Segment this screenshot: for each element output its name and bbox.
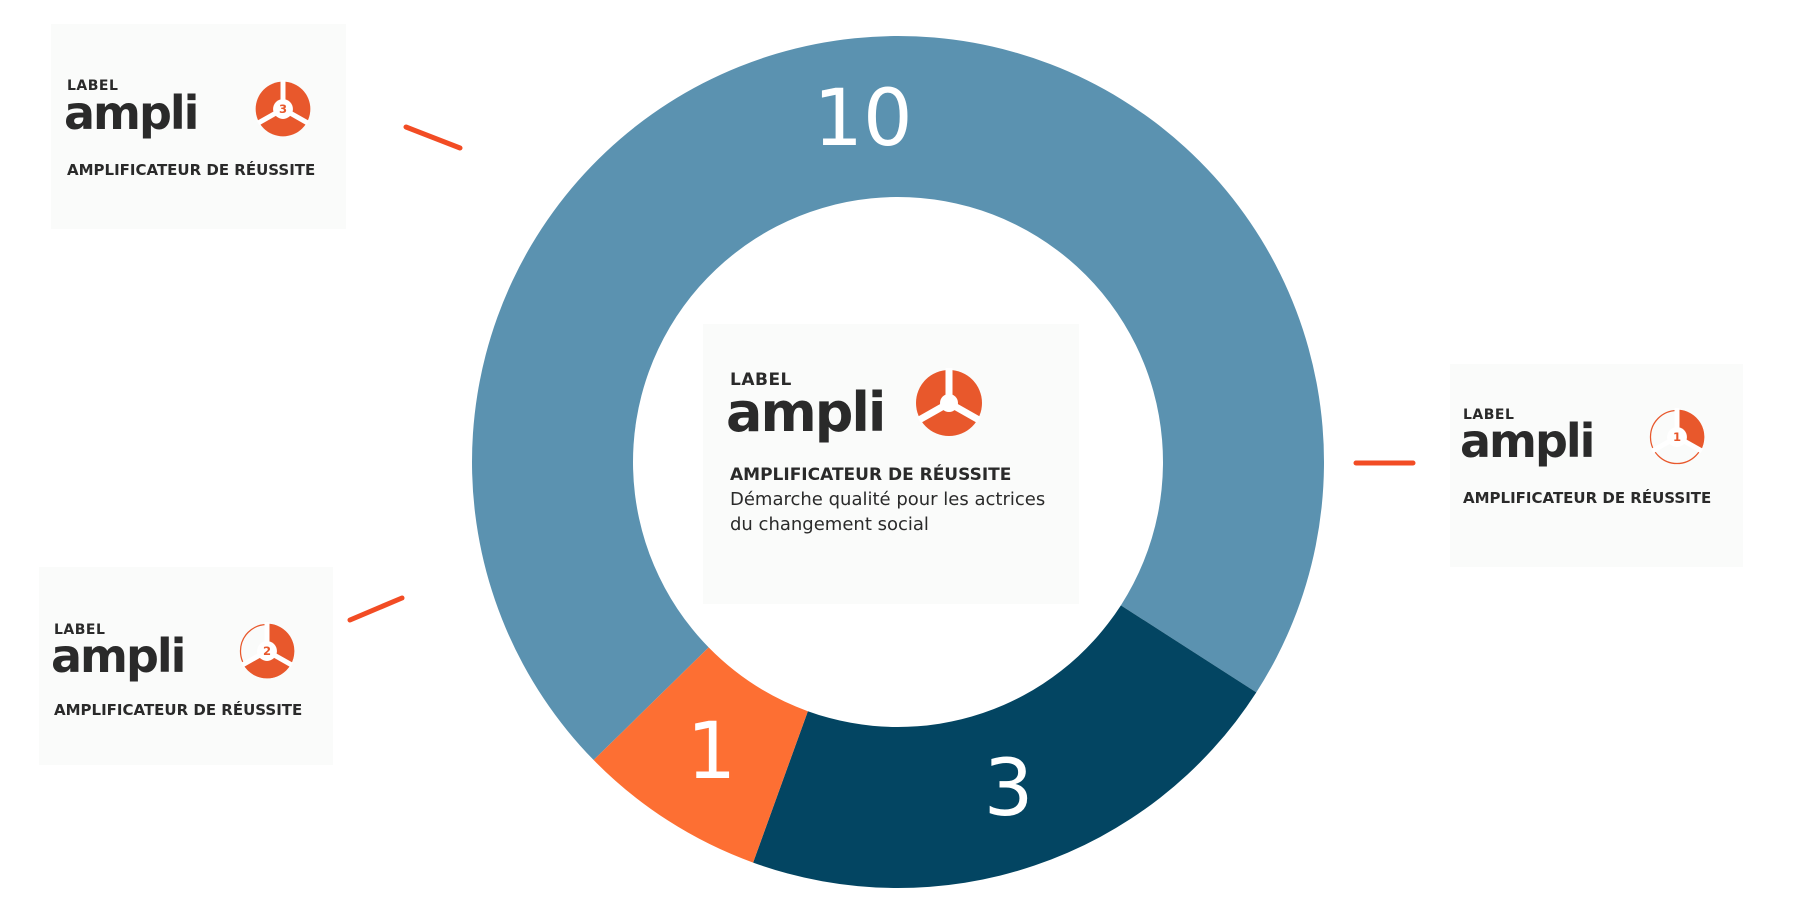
center-logo-description-line2: du changement social — [730, 514, 929, 535]
badge-3-level: 3 — [279, 102, 287, 116]
center-logo-card: LABEL ampli AMPLIFICATEUR DE RÉUSSITE Dé… — [703, 324, 1079, 604]
badge-1-label: LABEL — [1463, 407, 1515, 423]
badge-3-wordmark: ampli — [64, 86, 199, 140]
badge-1-tagline: AMPLIFICATEUR DE RÉUSSITE — [1463, 489, 1712, 507]
center-logo-label: LABEL — [730, 370, 792, 390]
leader-line-level-2 — [347, 595, 405, 623]
donut-slice-3 — [753, 605, 1257, 888]
badge-3-emblem-icon: 3 — [255, 80, 311, 137]
center-logo-tagline: AMPLIFICATEUR DE RÉUSSITE — [730, 465, 1012, 485]
leader-line-level-3 — [403, 124, 463, 151]
badge-3-label: LABEL — [67, 78, 119, 94]
badge-2-level: 2 — [263, 644, 271, 658]
badge-2-label: LABEL — [54, 622, 106, 638]
slice-value-label-3: 3 — [984, 744, 1034, 834]
center-logo-wordmark: ampli — [726, 381, 886, 444]
slice-value-label-10: 10 — [813, 74, 912, 164]
badge-3-tagline: AMPLIFICATEUR DE RÉUSSITE — [67, 161, 316, 179]
badge-2-tagline: AMPLIFICATEUR DE RÉUSSITE — [54, 701, 303, 719]
badge-1-wordmark: ampli — [1460, 414, 1595, 468]
center-ampli-emblem-icon — [916, 368, 982, 436]
badge-1-emblem-icon: 1 — [1649, 408, 1705, 465]
badge-2-wordmark: ampli — [51, 629, 186, 683]
center-logo-description-line1: Démarche qualité pour les actrices — [730, 489, 1046, 510]
badge-level-1: LABEL ampli 1 AMPLIFICATEUR DE RÉUSSITE — [1450, 364, 1743, 567]
slice-value-label-1: 1 — [687, 707, 737, 797]
donut-slice-1 — [593, 647, 808, 863]
badge-2-emblem-icon: 2 — [239, 622, 295, 679]
badge-level-2: LABEL ampli 2 AMPLIFICATEUR DE RÉUSSITE — [39, 567, 333, 765]
donut-slice-10 — [472, 36, 1324, 761]
badge-1-level: 1 — [1673, 430, 1681, 444]
badge-level-3: LABEL ampli 3 AMPLIFICATEUR DE RÉUSSITE — [51, 24, 346, 229]
